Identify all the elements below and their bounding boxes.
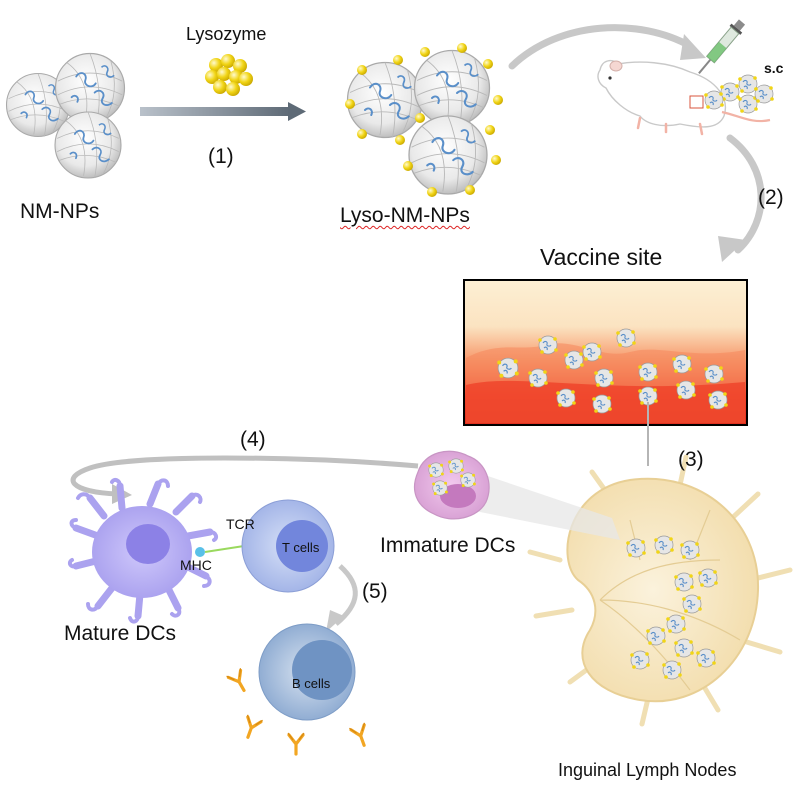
mature-dc-icon — [67, 477, 219, 624]
lysozyme-cluster-icon — [205, 54, 253, 96]
nm-nps-label: NM-NPs — [20, 200, 100, 223]
lyso-nm-nps-cluster-icon — [345, 43, 503, 197]
lysozyme-label: Lysozyme — [186, 24, 267, 44]
tcr-label: TCR — [226, 516, 255, 532]
syringe-icon — [698, 19, 746, 74]
curve-arrow-to-mouse-head — [680, 34, 706, 60]
inguinal-lymph-nodes-label: Inguinal Lymph Nodes — [558, 760, 737, 780]
lyso-nm-nps-label: Lyso-NM-NPs — [340, 204, 470, 227]
step5-arrow-head — [326, 610, 344, 632]
vaccine-site-title: Vaccine site — [540, 244, 663, 270]
t-cells-label: T cells — [282, 540, 320, 555]
lymph-node-icon — [527, 454, 793, 727]
mouse-icon — [597, 59, 771, 136]
step3-label: (3) — [678, 448, 704, 471]
mhc-tcr-synapse — [195, 545, 245, 557]
step2-label: (2) — [758, 186, 784, 209]
mature-dcs-label: Mature DCs — [64, 622, 177, 645]
step5-label: (5) — [362, 580, 388, 603]
sc-particle-cluster-icon — [703, 74, 775, 114]
immature-dcs-label: Immature DCs — [380, 534, 516, 557]
step1-arrow — [140, 102, 306, 121]
curve-arrow-to-mouse — [508, 24, 694, 70]
step4-arrow — [70, 455, 419, 497]
b-cell-icon — [258, 623, 356, 721]
step4-label: (4) — [240, 428, 266, 451]
mhc-label: MHC — [180, 557, 212, 573]
t-cell-icon — [241, 499, 335, 593]
step1-label: (1) — [208, 145, 234, 168]
step2-arrow-head — [718, 236, 746, 262]
immature-dc-icon — [413, 450, 490, 520]
vaccine-site-panel — [463, 279, 748, 426]
b-cells-label: B cells — [292, 676, 331, 691]
sc-label: s.c — [764, 60, 784, 76]
step2-arrow — [726, 134, 765, 254]
immature-dc-projection — [470, 470, 620, 540]
step5-arrow — [334, 564, 358, 626]
nm-nps-cluster-icon — [5, 52, 126, 179]
